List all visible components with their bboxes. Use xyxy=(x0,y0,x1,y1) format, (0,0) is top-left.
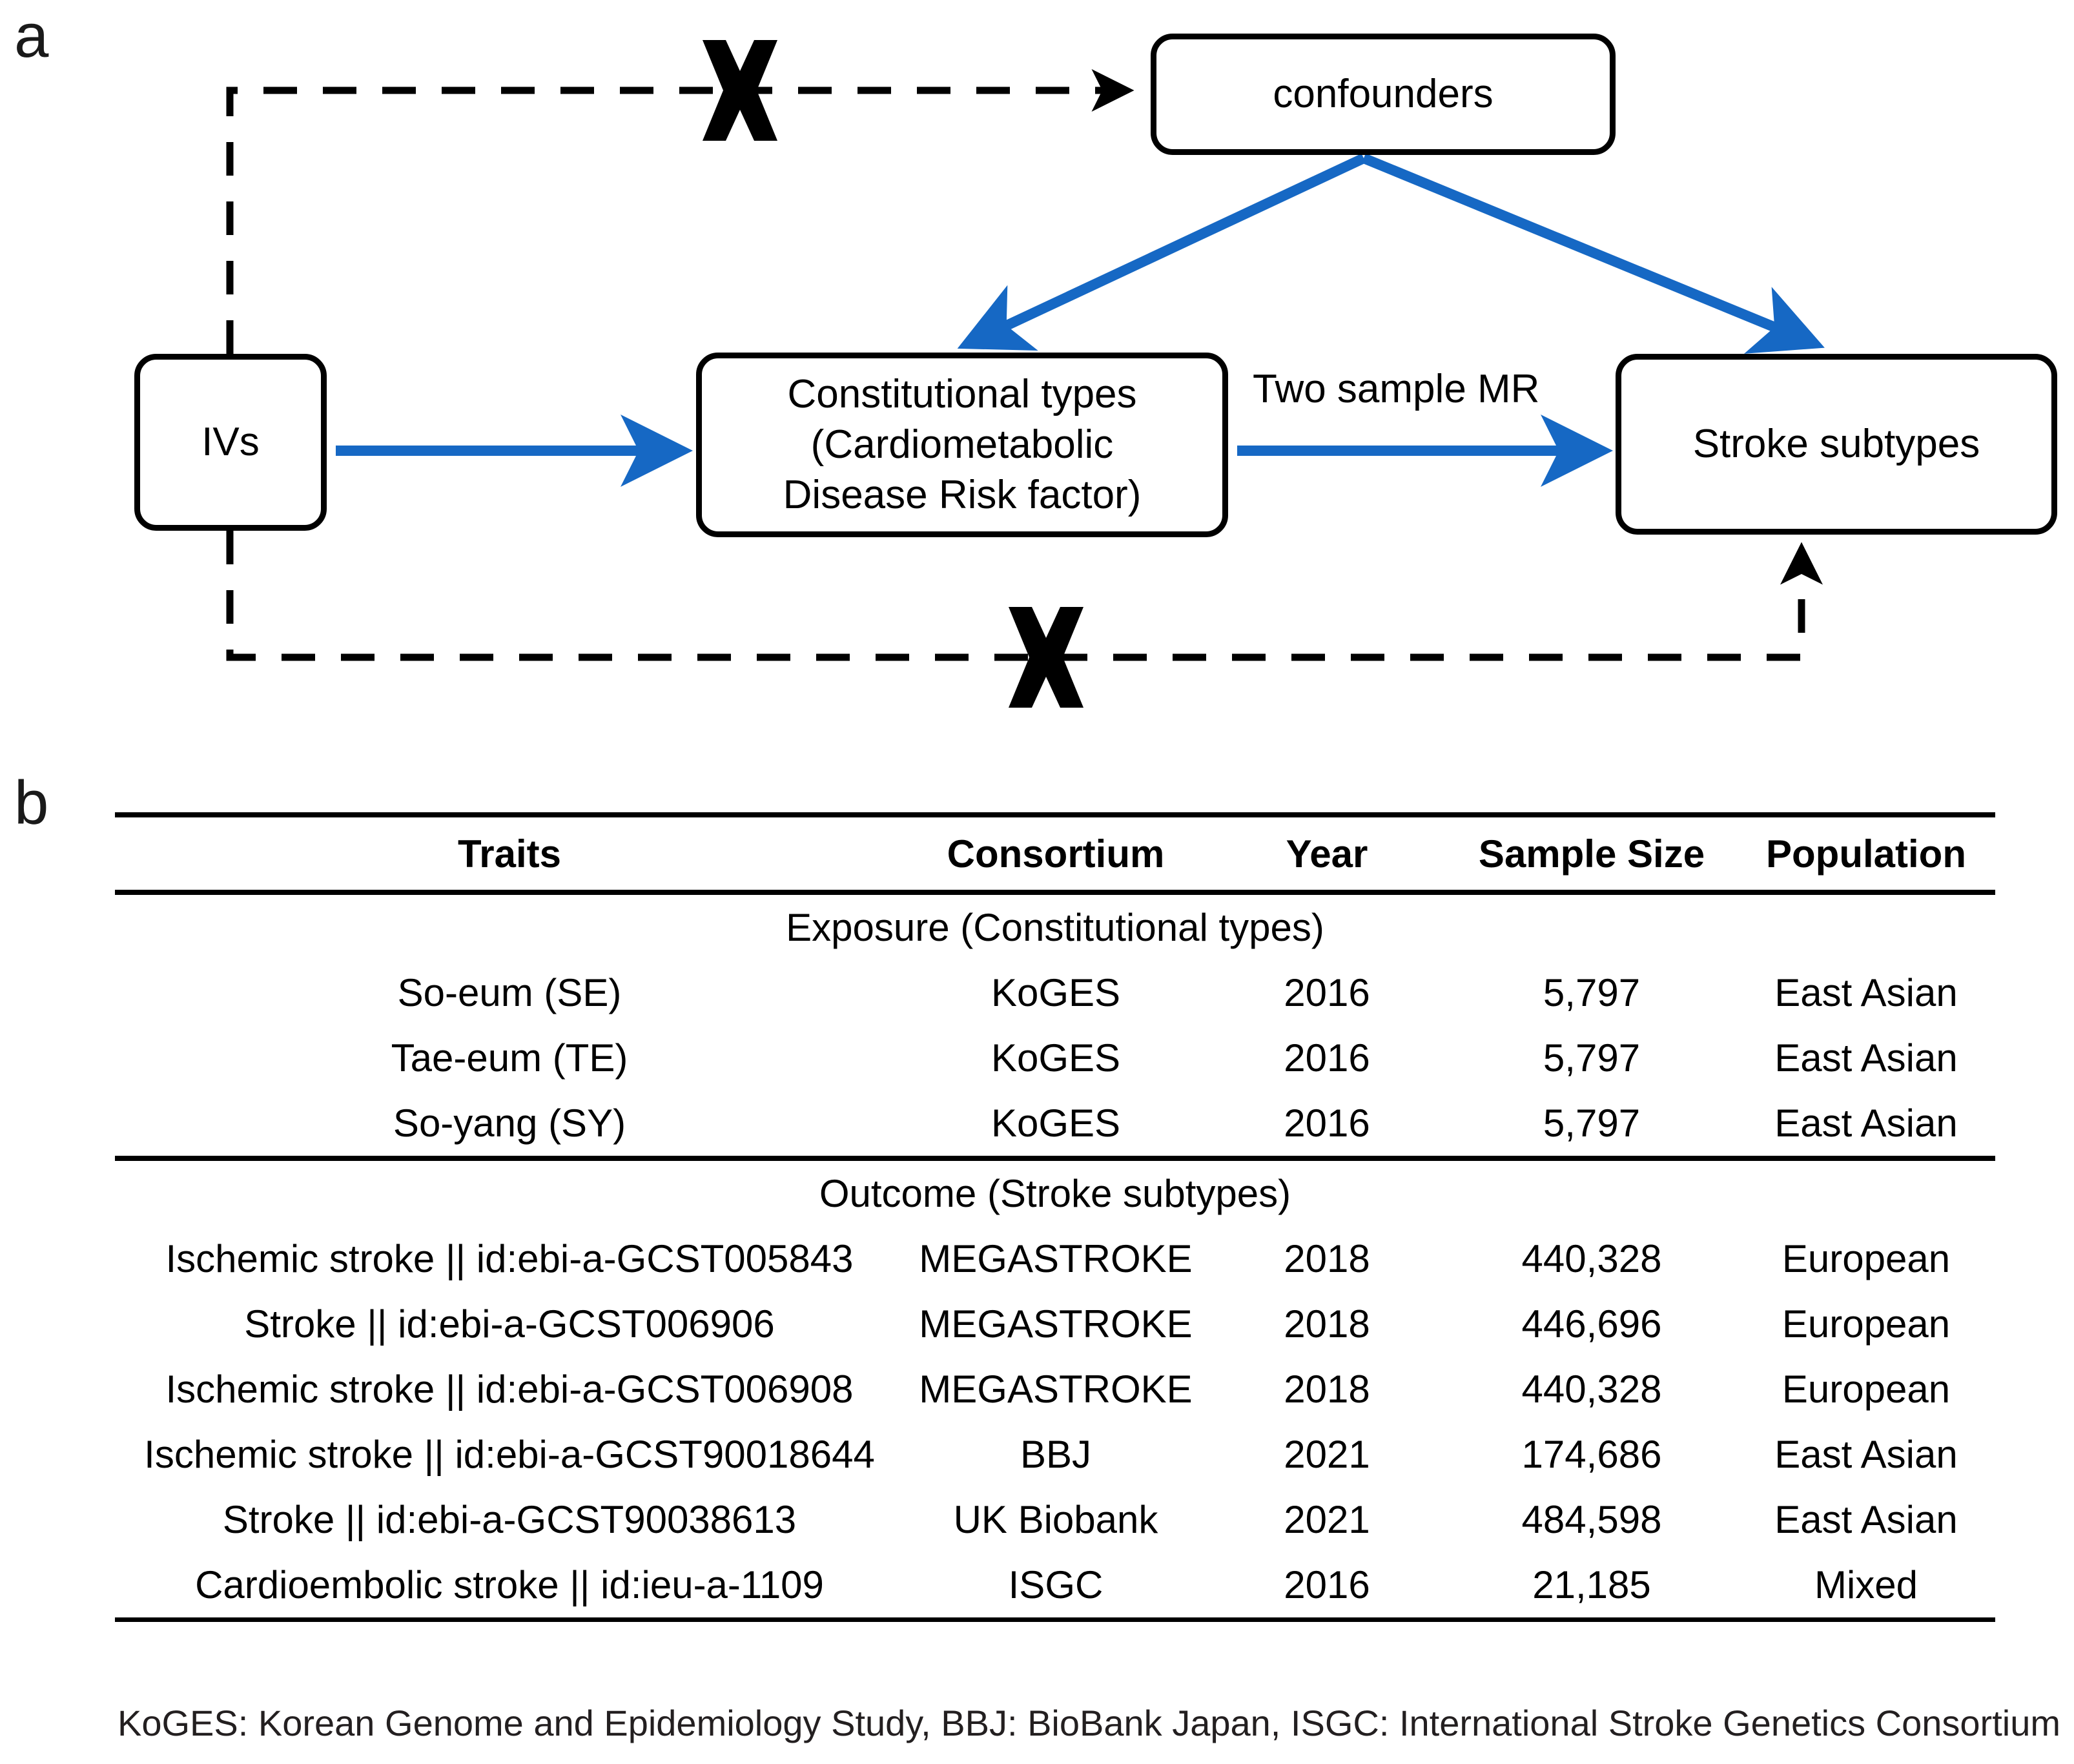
table-header: Traits Consortium Year Sample Size Popul… xyxy=(115,812,1995,895)
cell-traits: Stroke || id:ebi-a-GCST006906 xyxy=(244,1302,775,1346)
blocked-x-icon-top xyxy=(703,40,777,141)
cell-population: European xyxy=(1781,1302,1951,1346)
cell-consortium: KoGES xyxy=(991,1036,1121,1080)
blocked-x-icon-bottom xyxy=(1009,607,1083,708)
cell-year: 2016 xyxy=(1284,1036,1370,1080)
edge-ivs-to-confounders xyxy=(226,69,1135,354)
table-row[interactable]: Stroke || id:ebi-a-GCST90038613 UK Bioba… xyxy=(115,1487,1995,1552)
table-row[interactable]: So-yang (SY) KoGES 2016 5,797 East Asian xyxy=(115,1091,1995,1161)
cell-year: 2018 xyxy=(1284,1237,1370,1280)
cell-population: East Asian xyxy=(1774,971,1958,1014)
cell-traits: So-yang (SY) xyxy=(115,1091,904,1161)
study-table-container: Traits Consortium Year Sample Size Popul… xyxy=(115,812,1995,1622)
table-footnote: KoGES: Korean Genome and Epidemiology St… xyxy=(118,1703,2060,1743)
cell-year: 2021 xyxy=(1284,1498,1370,1541)
table-row[interactable]: Ischemic stroke || id:ebi-a-GCST005843 M… xyxy=(115,1226,1995,1291)
cell-consortium: BBJ xyxy=(1020,1433,1092,1476)
cell-traits: Cardioembolic stroke || id:ieu-a-1109 xyxy=(115,1552,904,1622)
diagram-edges xyxy=(226,40,1825,708)
cell-year: 2021 xyxy=(1284,1433,1370,1476)
column-header-traits: Traits xyxy=(115,812,904,895)
cell-consortium: MEGASTROKE xyxy=(919,1237,1193,1280)
cell-consortium: ISGC xyxy=(904,1552,1207,1622)
table-section-exposure: Exposure (Constitutional types) So-eum (… xyxy=(115,892,1995,1161)
cell-consortium: MEGASTROKE xyxy=(919,1302,1193,1346)
table-row[interactable]: Ischemic stroke || id:ebi-a-GCST006908 M… xyxy=(115,1357,1995,1422)
table-row[interactable]: Ischemic stroke || id:ebi-a-GCST90018644… xyxy=(115,1422,1995,1487)
cell-population: Mixed xyxy=(1737,1552,1995,1622)
study-table: Traits Consortium Year Sample Size Popul… xyxy=(115,812,1995,1622)
column-header-sample-size: Sample Size xyxy=(1446,812,1737,895)
cell-sample-size: 440,328 xyxy=(1521,1368,1662,1411)
cell-population: East Asian xyxy=(1774,1498,1958,1541)
cell-sample-size: 446,696 xyxy=(1521,1302,1662,1346)
cell-traits: Ischemic stroke || id:ebi-a-GCST90018644 xyxy=(144,1433,875,1476)
edge-label-two-sample-mr: Two sample MR xyxy=(1253,367,1540,411)
node-exposure-line3: Disease Risk factor) xyxy=(783,473,1142,518)
cell-consortium: UK Biobank xyxy=(953,1498,1158,1541)
table-row[interactable]: Tae-eum (TE) KoGES 2016 5,797 East Asian xyxy=(115,1025,1995,1091)
cell-population: East Asian xyxy=(1774,1036,1958,1080)
node-constitutional-types[interactable]: Constitutional types (Cardiometabolic Di… xyxy=(696,353,1228,537)
section-heading-row: Outcome (Stroke subtypes) xyxy=(115,1158,1995,1226)
cell-population: East Asian xyxy=(1737,1091,1995,1161)
node-confounders-label: confounders xyxy=(1273,71,1494,116)
table-header-row: Traits Consortium Year Sample Size Popul… xyxy=(115,812,1995,895)
cell-sample-size: 21,185 xyxy=(1446,1552,1737,1622)
edge-confounders-to-outcome xyxy=(1361,153,1825,354)
cell-population: European xyxy=(1781,1237,1951,1280)
cell-traits: So-eum (SE) xyxy=(397,971,622,1014)
cell-consortium: KoGES xyxy=(904,1091,1207,1161)
cell-sample-size: 484,598 xyxy=(1521,1498,1662,1541)
cell-consortium: MEGASTROKE xyxy=(919,1368,1193,1411)
column-header-population: Population xyxy=(1737,812,1995,895)
cell-traits: Stroke || id:ebi-a-GCST90038613 xyxy=(222,1498,797,1541)
cell-traits: Ischemic stroke || id:ebi-a-GCST006908 xyxy=(165,1368,854,1411)
cell-year: 2016 xyxy=(1207,1091,1446,1161)
section-heading-exposure: Exposure (Constitutional types) xyxy=(786,906,1324,949)
node-exposure-line1: Constitutional types xyxy=(787,371,1137,416)
cell-sample-size: 174,686 xyxy=(1521,1433,1662,1476)
edge-confounders-to-exposure xyxy=(957,153,1366,351)
cell-sample-size: 5,797 xyxy=(1543,971,1641,1014)
cell-year: 2016 xyxy=(1284,971,1370,1014)
cell-year: 2018 xyxy=(1284,1368,1370,1411)
node-outcome-label: Stroke subtypes xyxy=(1692,421,1980,466)
node-ivs-label: IVs xyxy=(201,419,260,464)
table-row[interactable]: Cardioembolic stroke || id:ieu-a-1109 IS… xyxy=(115,1552,1995,1622)
cell-traits: Ischemic stroke || id:ebi-a-GCST005843 xyxy=(165,1237,854,1280)
panel-b-label: b xyxy=(14,768,49,837)
diagram-panel-a: a xyxy=(0,0,2074,743)
cell-traits: Tae-eum (TE) xyxy=(391,1036,628,1080)
cell-sample-size: 5,797 xyxy=(1543,1036,1641,1080)
table-row[interactable]: Stroke || id:ebi-a-GCST006906 MEGASTROKE… xyxy=(115,1291,1995,1357)
table-row[interactable]: So-eum (SE) KoGES 2016 5,797 East Asian xyxy=(115,960,1995,1025)
column-header-year: Year xyxy=(1207,812,1446,895)
section-heading-row: Exposure (Constitutional types) xyxy=(115,892,1995,960)
cell-sample-size: 5,797 xyxy=(1446,1091,1737,1161)
node-stroke-subtypes[interactable]: Stroke subtypes xyxy=(1616,354,2057,535)
node-confounders[interactable]: confounders xyxy=(1151,34,1616,155)
column-header-consortium: Consortium xyxy=(904,812,1207,895)
node-ivs[interactable]: IVs xyxy=(134,354,327,531)
panel-a-label: a xyxy=(14,1,49,70)
section-heading-outcome: Outcome (Stroke subtypes) xyxy=(819,1172,1291,1215)
cell-consortium: KoGES xyxy=(991,971,1121,1014)
cell-year: 2016 xyxy=(1207,1552,1446,1622)
cell-population: European xyxy=(1781,1368,1951,1411)
node-exposure-line2: (Cardiometabolic xyxy=(810,422,1114,467)
cell-sample-size: 440,328 xyxy=(1521,1237,1662,1280)
edge-ivs-to-outcome-direct xyxy=(226,531,1823,661)
table-section-outcome: Outcome (Stroke subtypes) Ischemic strok… xyxy=(115,1158,1995,1622)
cell-year: 2018 xyxy=(1284,1302,1370,1346)
cell-population: East Asian xyxy=(1774,1433,1958,1476)
